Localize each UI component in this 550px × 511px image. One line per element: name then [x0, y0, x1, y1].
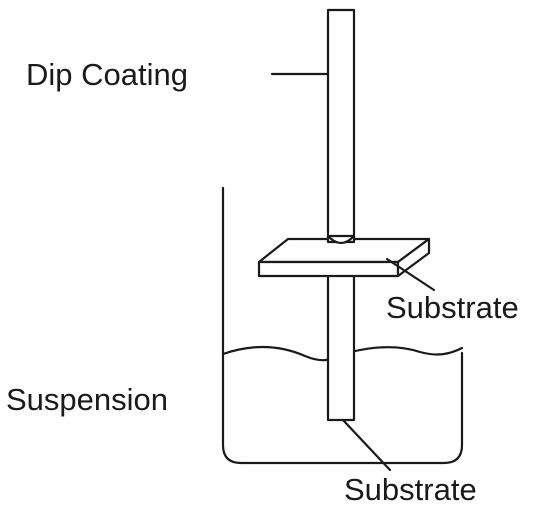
- label-substrate-immersed: Substrate: [344, 472, 477, 507]
- substrate-plate-edge: [257, 260, 400, 278]
- holder-rod: [326, 8, 356, 244]
- substrate-plate-side: [396, 237, 431, 278]
- label-substrate-plate: Substrate: [386, 290, 519, 325]
- leader-substrate-plate: [385, 257, 436, 292]
- holder-rod-base: [326, 234, 356, 245]
- immersed-rod: [326, 268, 356, 422]
- beaker: [221, 186, 464, 465]
- leader-substrate-immersed: [341, 418, 392, 472]
- label-dip-coating: Dip Coating: [26, 57, 188, 92]
- label-suspension: Suspension: [6, 382, 168, 417]
